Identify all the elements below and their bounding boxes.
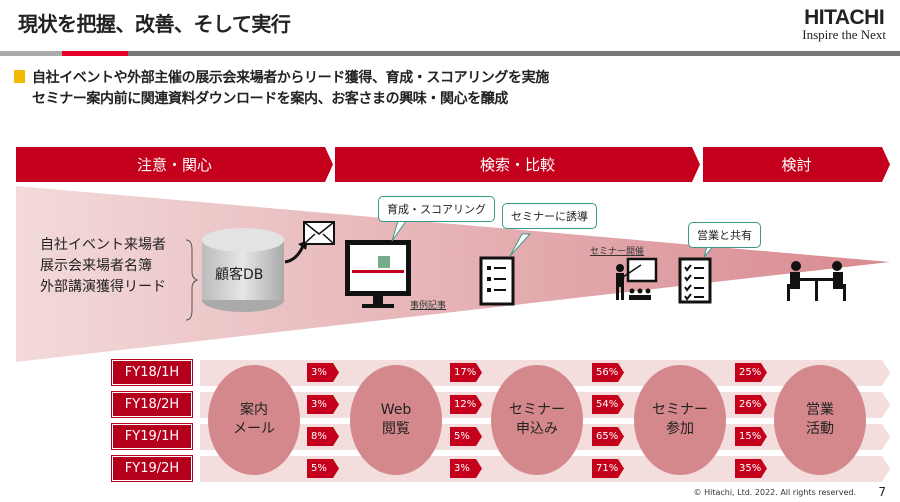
- bullet-line-2: セミナー案内前に関連資料ダウンロードを案内、お客さまの興味・関心を醸成: [32, 91, 508, 107]
- phase-consider: 検討: [703, 147, 890, 182]
- conversion-rate-badge: 3%: [450, 459, 482, 478]
- period-label: FY18/1H: [111, 359, 193, 386]
- phase-attention: 注意・関心: [16, 147, 333, 182]
- bubble-seminar-invite: セミナーに誘導: [502, 203, 597, 229]
- conversion-rate-badge: 35%: [735, 459, 767, 478]
- conversion-rate-badge: 8%: [307, 427, 339, 446]
- logo-brand: HITACHI: [804, 6, 885, 29]
- conversion-rate-badge: 54%: [592, 395, 624, 414]
- stage-label: 閲覧: [382, 421, 410, 437]
- seminar-held-caption: セミナー開催: [590, 247, 645, 257]
- stage-circle: Web 閲覧: [350, 365, 442, 475]
- source-own-event: 自社イベント来場者: [40, 237, 166, 253]
- stage-label: セミナー: [509, 402, 565, 418]
- conversion-rate-badge: 12%: [450, 395, 482, 414]
- lead-sources: 自社イベント来場者 展示会来場者名簿 外部講演獲得リード: [40, 235, 166, 298]
- checked-list-icon: [678, 257, 712, 304]
- bullet-square-icon: [14, 70, 25, 83]
- conversion-rate-badge: 71%: [592, 459, 624, 478]
- stage-circle: 営業活動: [774, 365, 866, 475]
- conversion-rate-badge: 5%: [450, 427, 482, 446]
- brace-icon: [185, 239, 199, 321]
- conversion-rate-badge: 3%: [307, 395, 339, 414]
- stage-label: メール: [233, 421, 275, 437]
- stage-label: 案内: [240, 402, 268, 418]
- conversion-rate-badge: 5%: [307, 459, 339, 478]
- source-exhibition: 展示会来場者名簿: [40, 258, 152, 274]
- conversion-rate-badge: 65%: [592, 427, 624, 446]
- copyright: © Hitachi, Ltd. 2022. All rights reserve…: [693, 488, 856, 497]
- conversion-rate-badge: 26%: [735, 395, 767, 414]
- stage-label: 申込み: [516, 421, 558, 437]
- customer-db-label: 顧客DB: [215, 267, 264, 283]
- bullet-line-1: 自社イベントや外部主催の展示会来場者からリード獲得、育成・スコアリングを実施: [32, 70, 549, 86]
- stage-label: Web: [380, 402, 412, 418]
- page-number: 7: [878, 485, 886, 499]
- stage-label: セミナー: [652, 402, 708, 418]
- stage-label: 営業: [806, 402, 834, 418]
- case-article-caption: 事例記事: [410, 301, 447, 311]
- source-lecture: 外部講演獲得リード: [40, 279, 166, 295]
- bubble-share-sales: 営業と共有: [688, 222, 761, 248]
- meeting-icon: [787, 261, 846, 301]
- period-label: FY18/2H: [111, 391, 193, 418]
- stage-circle: セミナー参加: [634, 365, 726, 475]
- presenter-icon: [616, 257, 658, 300]
- stage-label: 活動: [806, 421, 834, 437]
- stage-circle: 案内メール: [208, 365, 300, 475]
- phase-search: 検索・比較: [335, 147, 700, 182]
- checklist-icon: [479, 256, 515, 306]
- conversion-rate-badge: 3%: [307, 363, 339, 382]
- logo-tagline: Inspire the Next: [802, 27, 886, 42]
- database-icon: [202, 228, 284, 312]
- hitachi-logo: HITACHI Inspire the Next: [802, 6, 886, 43]
- period-label: FY19/1H: [111, 423, 193, 450]
- stage-circle: セミナー申込み: [491, 365, 583, 475]
- period-label: FY19/2H: [111, 455, 193, 482]
- conversion-rate-badge: 15%: [735, 427, 767, 446]
- stage-label: 参加: [666, 421, 694, 437]
- header-divider: [0, 51, 900, 56]
- conversion-rate-badge: 17%: [450, 363, 482, 382]
- monitor-icon: [345, 240, 411, 308]
- conversion-rate-badge: 25%: [735, 363, 767, 382]
- page-title: 現状を把握、改善、そして実行: [18, 12, 291, 36]
- envelope-icon: [303, 221, 335, 245]
- bubble-nurturing: 育成・スコアリング: [378, 196, 495, 222]
- conversion-rate-badge: 56%: [592, 363, 624, 382]
